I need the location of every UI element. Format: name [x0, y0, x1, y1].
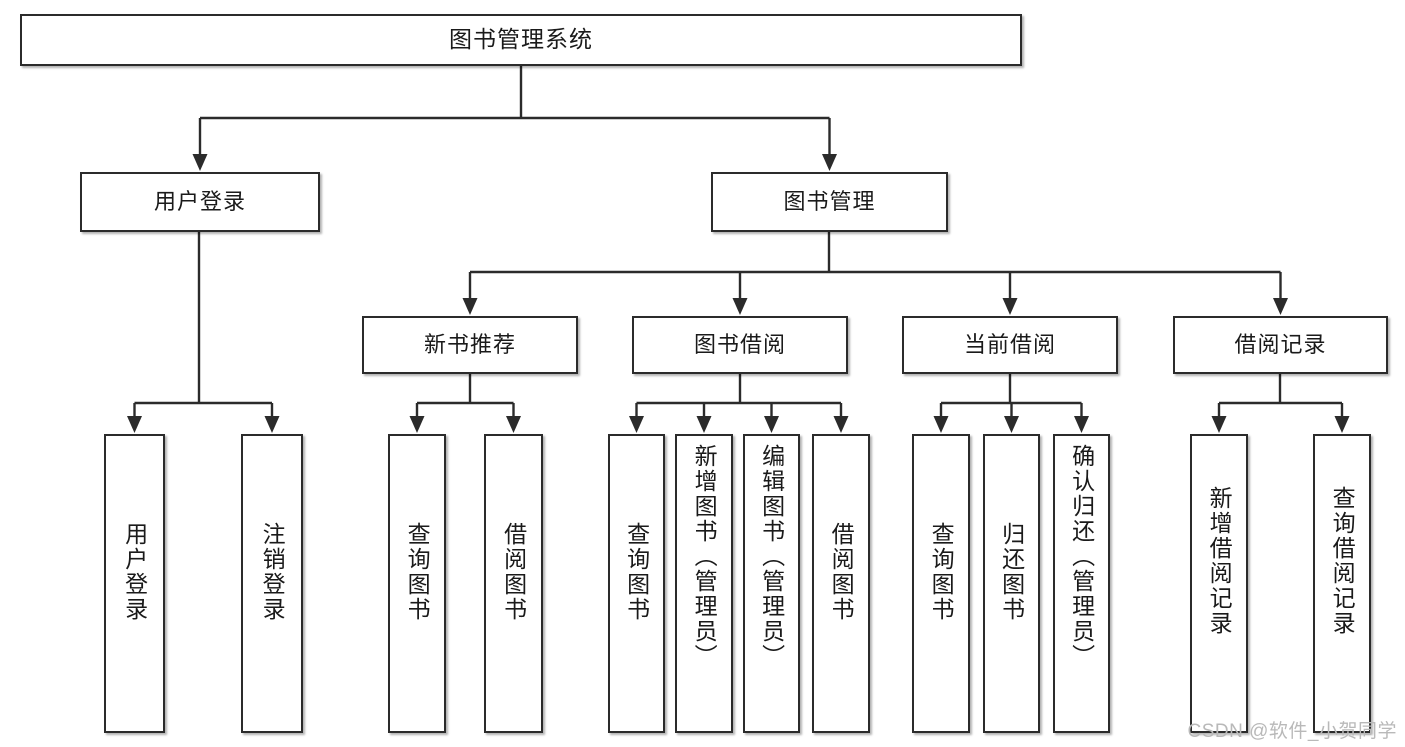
level3-node-new-book-rec[interactable]: 新书推荐 [362, 316, 578, 374]
arrow-head-icon [1004, 416, 1019, 433]
node-label: 借阅记录 [1234, 331, 1327, 357]
level2-node-book-manage[interactable]: 图书管理 [711, 172, 948, 232]
node-label: 查询借阅记录 [1329, 486, 1356, 636]
arrow-head-icon [1074, 416, 1089, 433]
leaf-node-leaf-add-book[interactable]: 新增图书（管理员） [675, 434, 733, 733]
level3-node-borrow-record[interactable]: 借阅记录 [1173, 316, 1388, 374]
level2-node-user-login[interactable]: 用户登录 [80, 172, 320, 232]
node-label: 图书管理系统 [449, 26, 593, 53]
node-label: 新书推荐 [423, 331, 516, 357]
node-label: 确认归还（管理员） [1068, 444, 1095, 669]
leaf-node-leaf-borrow-book[interactable]: 借阅图书 [812, 434, 870, 733]
level3-node-current-borrow[interactable]: 当前借阅 [902, 316, 1118, 374]
node-label: 新增图书（管理员） [691, 444, 718, 669]
node-label: 查询图书 [404, 522, 431, 622]
arrow-head-icon [264, 416, 280, 433]
arrow-head-icon [409, 416, 425, 433]
leaf-node-leaf-return-book[interactable]: 归还图书 [983, 434, 1040, 733]
node-label: 借阅图书 [500, 522, 527, 622]
leaf-node-leaf-query-book-cur[interactable]: 查询图书 [912, 434, 970, 733]
node-label: 用户登录 [121, 522, 148, 622]
watermark: CSDN @软件_小贺同学 [1187, 721, 1397, 742]
leaf-node-leaf-edit-book[interactable]: 编辑图书（管理员） [743, 434, 800, 733]
node-label: 编辑图书（管理员） [758, 444, 785, 669]
arrow-head-icon [1273, 298, 1288, 315]
leaf-node-leaf-user-login[interactable]: 用户登录 [104, 434, 165, 733]
leaf-node-leaf-add-record[interactable]: 新增借阅记录 [1190, 434, 1248, 733]
node-label: 归还图书 [998, 522, 1025, 622]
arrow-head-icon [833, 416, 849, 433]
arrow-head-icon [1334, 416, 1350, 433]
arrow-head-icon [1211, 416, 1227, 433]
node-label: 注销登录 [259, 522, 286, 622]
level3-node-book-borrow[interactable]: 图书借阅 [632, 316, 848, 374]
node-label: 查询图书 [928, 522, 955, 622]
node-label: 当前借阅 [963, 331, 1056, 357]
node-label: 图书管理 [783, 188, 876, 214]
arrow-head-icon [764, 416, 779, 433]
arrow-head-icon [127, 416, 142, 433]
arrow-head-icon [506, 416, 521, 433]
node-label: 查询图书 [623, 522, 650, 622]
leaf-node-leaf-query-record[interactable]: 查询借阅记录 [1313, 434, 1371, 733]
arrow-head-icon [629, 416, 644, 433]
root-node-图书管理系统[interactable]: 图书管理系统 [20, 14, 1022, 66]
node-label: 借阅图书 [828, 522, 855, 622]
arrow-head-icon [462, 298, 478, 315]
arrow-head-icon [1002, 298, 1018, 315]
leaf-node-leaf-query-book-borrow[interactable]: 查询图书 [608, 434, 665, 733]
node-label: 图书借阅 [693, 331, 786, 357]
arrow-head-icon [822, 154, 837, 171]
node-label: 新增借阅记录 [1206, 486, 1233, 636]
leaf-node-leaf-confirm-return[interactable]: 确认归还（管理员） [1053, 434, 1110, 733]
node-label: 用户登录 [153, 188, 246, 214]
arrow-head-icon [732, 298, 748, 315]
leaf-node-leaf-user-logout[interactable]: 注销登录 [241, 434, 303, 733]
arrow-head-icon [933, 416, 949, 433]
arrow-head-icon [696, 416, 712, 433]
arrow-head-icon [192, 154, 208, 171]
leaf-node-leaf-query-book-rec[interactable]: 查询图书 [388, 434, 446, 733]
leaf-node-leaf-borrow-book-rec[interactable]: 借阅图书 [484, 434, 543, 733]
